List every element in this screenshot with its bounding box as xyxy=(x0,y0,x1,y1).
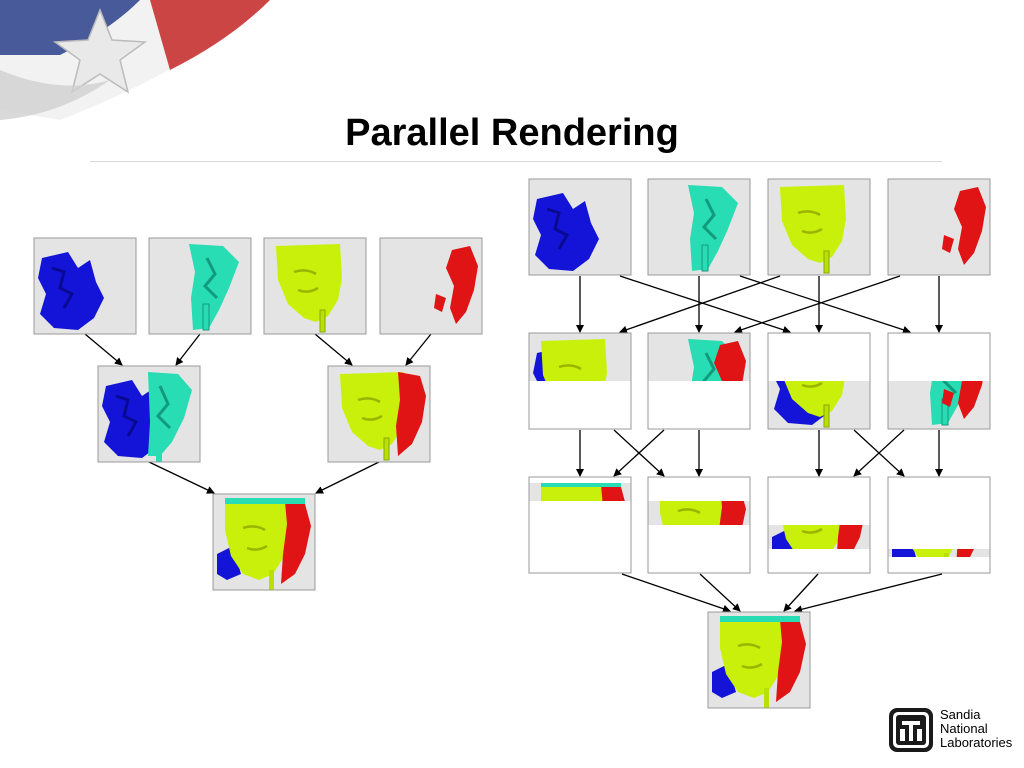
tile-layer xyxy=(33,178,991,709)
right-swap1-tile-4 xyxy=(887,332,991,430)
left-arrow-2 xyxy=(175,333,201,366)
right-arrow-r3-2 xyxy=(699,573,741,612)
flag-star-icon xyxy=(0,0,270,120)
tile-frame xyxy=(888,477,990,573)
sandia-logo-text: Sandia National Laboratories xyxy=(940,708,1012,750)
left-arrow-1 xyxy=(84,333,123,366)
left-final-tile xyxy=(212,493,316,591)
right-input-tile-teal xyxy=(647,178,751,276)
right-final-tile xyxy=(707,611,811,709)
right-input-tile-red xyxy=(887,178,991,276)
right-swap1-tile-2 xyxy=(647,332,751,430)
left-input-tile-blue xyxy=(33,237,137,335)
left-arrow-3 xyxy=(314,333,353,366)
right-input-tile-blue xyxy=(528,178,632,276)
left-input-tile-yellow xyxy=(263,237,367,335)
right-arrow-r3-4 xyxy=(794,573,943,614)
right-input-tile-yellow xyxy=(767,178,871,276)
right-arrow-r3-1 xyxy=(621,573,731,613)
right-arrow-r3-3 xyxy=(783,573,819,612)
right-arrow-r2-x2 xyxy=(613,429,665,477)
left-pair-tile-blue-teal xyxy=(97,365,201,463)
right-swap1-tile-3 xyxy=(767,332,871,430)
right-swap2-tile-1 xyxy=(528,476,632,574)
left-input-tile-red xyxy=(379,237,483,335)
right-swap2-tile-4 xyxy=(887,476,991,574)
left-arrow-4 xyxy=(405,333,432,366)
right-arrow-r1-x3 xyxy=(619,275,781,334)
right-swap2-tile-3 xyxy=(767,476,871,574)
right-swap2-tile-2 xyxy=(647,476,751,574)
arrow-layer xyxy=(84,275,943,614)
left-pair-tile-yellow-red xyxy=(327,365,431,463)
slide-title: Parallel Rendering xyxy=(345,112,679,154)
title-divider xyxy=(90,161,942,162)
logo-line-laboratories: Laboratories xyxy=(940,735,1013,750)
left-arrow-6 xyxy=(315,461,380,494)
sandia-thunderbird-icon xyxy=(889,708,933,752)
logo-line-national: National xyxy=(940,721,988,736)
right-arrow-r2-x4 xyxy=(853,429,905,477)
right-swap1-tile-1 xyxy=(528,332,632,430)
right-arrow-r1-x4 xyxy=(734,275,901,334)
right-arrow-r1-x2 xyxy=(739,275,911,334)
logo-line-sandia: Sandia xyxy=(940,707,981,722)
left-input-tile-teal xyxy=(148,237,252,335)
left-arrow-5 xyxy=(148,461,215,494)
